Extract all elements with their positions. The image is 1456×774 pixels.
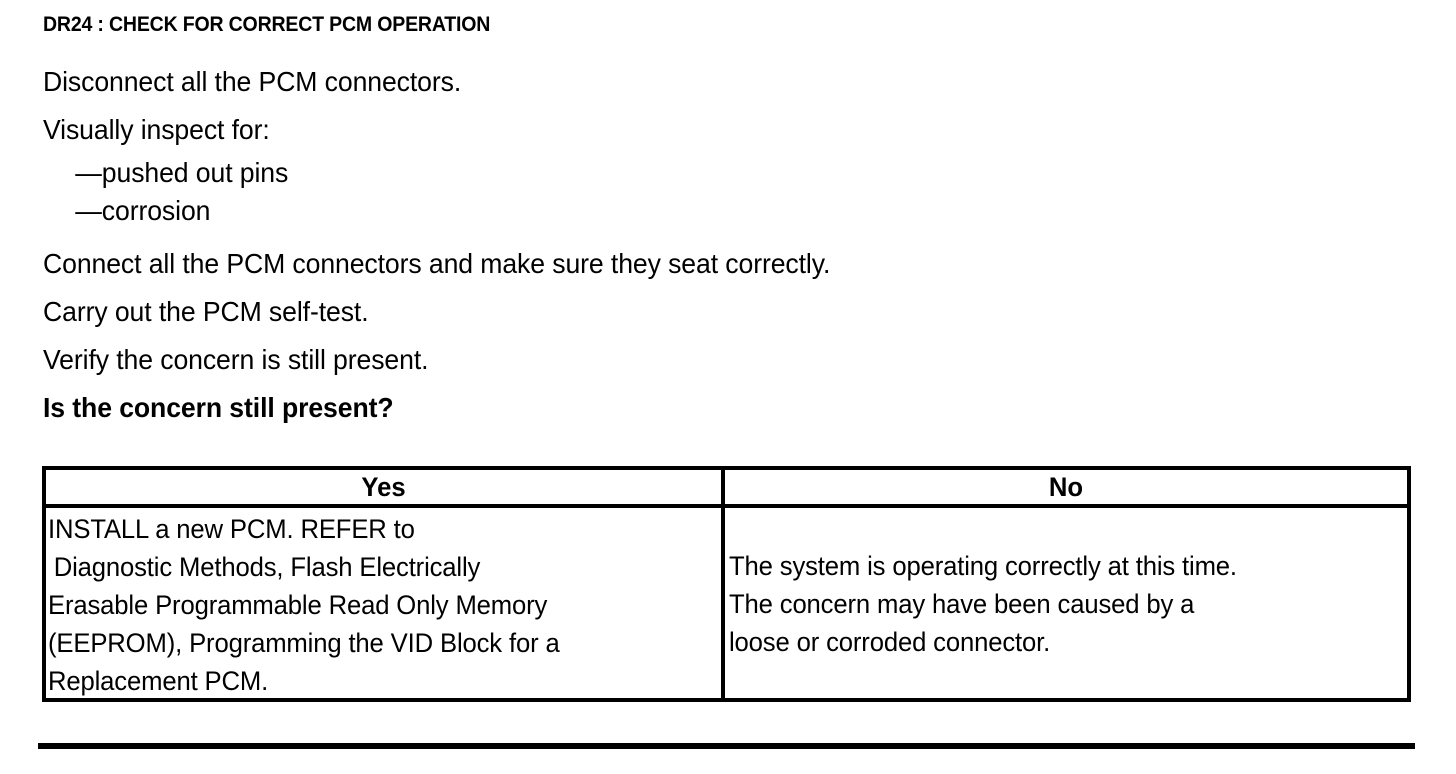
page-footer-rule [38, 743, 1415, 749]
instruction-step-1: Disconnect all the PCM connectors. [43, 66, 462, 97]
spacer [43, 230, 1403, 240]
instruction-step-5: Verify the concern is still present. [43, 344, 429, 375]
no-action-text: The system is operating correctly at thi… [729, 547, 1419, 661]
column-header-yes-label: Yes [361, 472, 406, 502]
decision-question: Is the concern still present? [43, 392, 394, 423]
instruction-steps: Disconnect all the PCM connectors. Visua… [43, 58, 1403, 432]
page-title: DR24 : CHECK FOR CORRECT PCM OPERATION [43, 13, 491, 36]
yes-line-3: Erasable Programmable Read Only Memory [48, 590, 548, 620]
table-header-cell-no: No [725, 470, 1407, 504]
decision-table: Yes No INSTALL a new PCM. REFER to Diagn… [42, 466, 1411, 702]
yes-line-1: INSTALL a new PCM. REFER to [48, 514, 415, 544]
table-header-row: Yes No [46, 470, 1407, 508]
yes-line-4: (EEPROM), Programming the VID Block for … [48, 628, 560, 658]
instruction-step-2: Visually inspect for: [43, 114, 270, 145]
sub-list-item-pushed-out-pins: —pushed out pins [75, 157, 289, 188]
table-cell-no-action: The system is operating correctly at thi… [725, 508, 1407, 698]
inspection-sub-list: —pushed out pins —corrosion [43, 154, 1403, 230]
yes-line-5: Replacement PCM. [48, 666, 269, 696]
table-cell-yes-action: INSTALL a new PCM. REFER to Diagnostic M… [46, 508, 725, 698]
instruction-step-3: Connect all the PCM connectors and make … [43, 248, 831, 279]
instruction-step-4: Carry out the PCM self-test. [43, 296, 369, 327]
table-row: INSTALL a new PCM. REFER to Diagnostic M… [46, 508, 1407, 698]
sub-list-item-corrosion: —corrosion [75, 195, 211, 226]
table-header-cell-yes: Yes [46, 470, 725, 504]
column-header-no-label: No [1048, 472, 1084, 502]
no-line-2: The concern may have been caused by a [729, 589, 1195, 619]
yes-action-text: INSTALL a new PCM. REFER to Diagnostic M… [48, 510, 748, 700]
yes-line-2: Diagnostic Methods, Flash Electrically [53, 552, 481, 582]
no-line-1: The system is operating correctly at thi… [729, 551, 1237, 581]
no-line-3: loose or corroded connector. [729, 627, 1051, 657]
